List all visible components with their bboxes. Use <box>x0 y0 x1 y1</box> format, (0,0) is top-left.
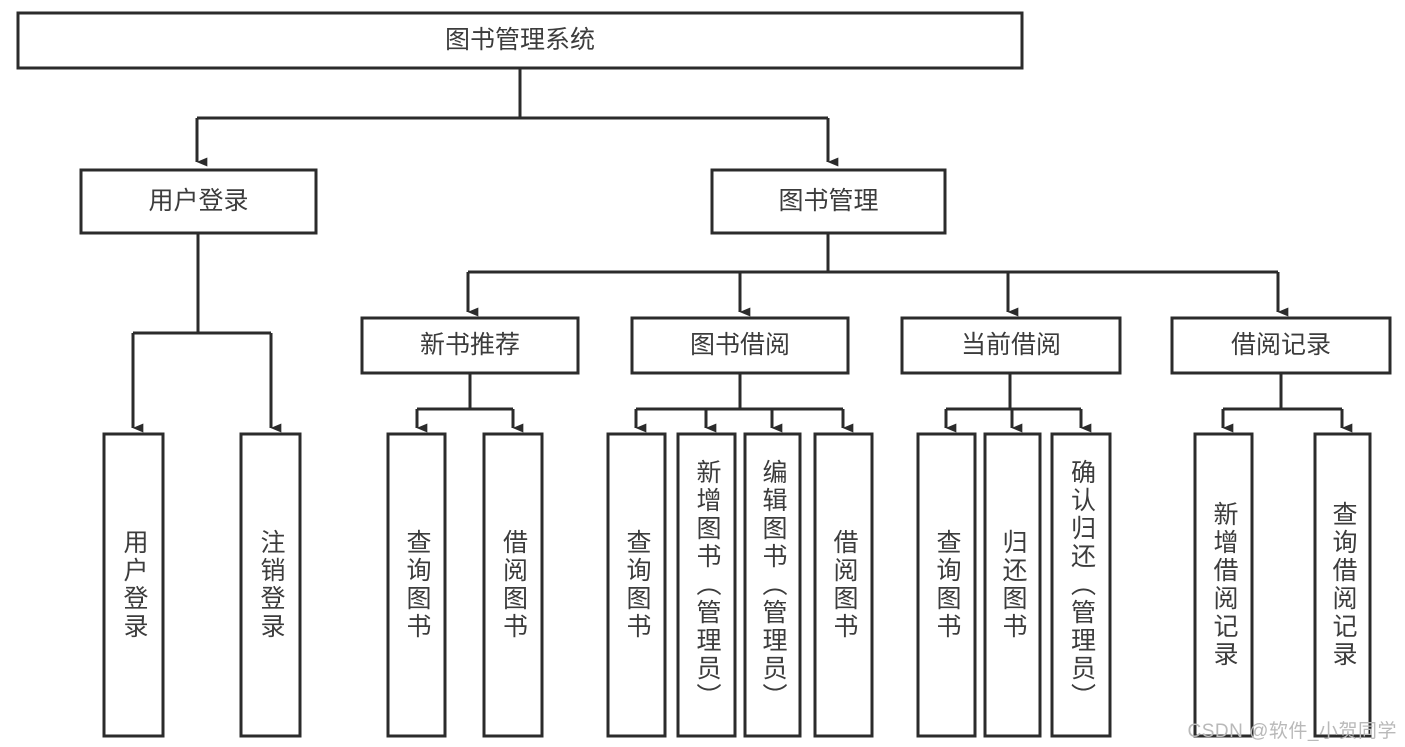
leaf-borrow-record-1[interactable] <box>1313 432 1372 738</box>
leaf-user-login-1[interactable] <box>239 432 302 738</box>
leaf-current-borrow-2[interactable] <box>1050 432 1112 738</box>
leaf-book-borrow-2[interactable] <box>743 432 802 738</box>
leaf-current-borrow-1[interactable] <box>983 432 1042 738</box>
node-current-borrow[interactable] <box>900 316 1122 375</box>
node-user-login[interactable] <box>79 168 318 235</box>
watermark-text: CSDN @软件_小贺同学 <box>1187 721 1397 742</box>
node-borrow-record[interactable] <box>1170 316 1392 375</box>
node-book-management[interactable] <box>710 168 947 235</box>
leaf-current-borrow-0[interactable] <box>916 432 977 738</box>
leaf-new-book-0[interactable] <box>386 432 447 738</box>
node-new-book-recommend[interactable] <box>360 316 580 375</box>
leaf-borrow-record-0[interactable] <box>1193 432 1254 738</box>
leaf-user-login-0[interactable] <box>102 432 165 738</box>
leaf-book-borrow-1[interactable] <box>676 432 737 738</box>
leaf-new-book-1[interactable] <box>482 432 544 738</box>
leaf-book-borrow-0[interactable] <box>606 432 667 738</box>
node-book-borrow[interactable] <box>630 316 850 375</box>
leaf-book-borrow-3[interactable] <box>813 432 874 738</box>
node-root[interactable] <box>16 11 1024 70</box>
